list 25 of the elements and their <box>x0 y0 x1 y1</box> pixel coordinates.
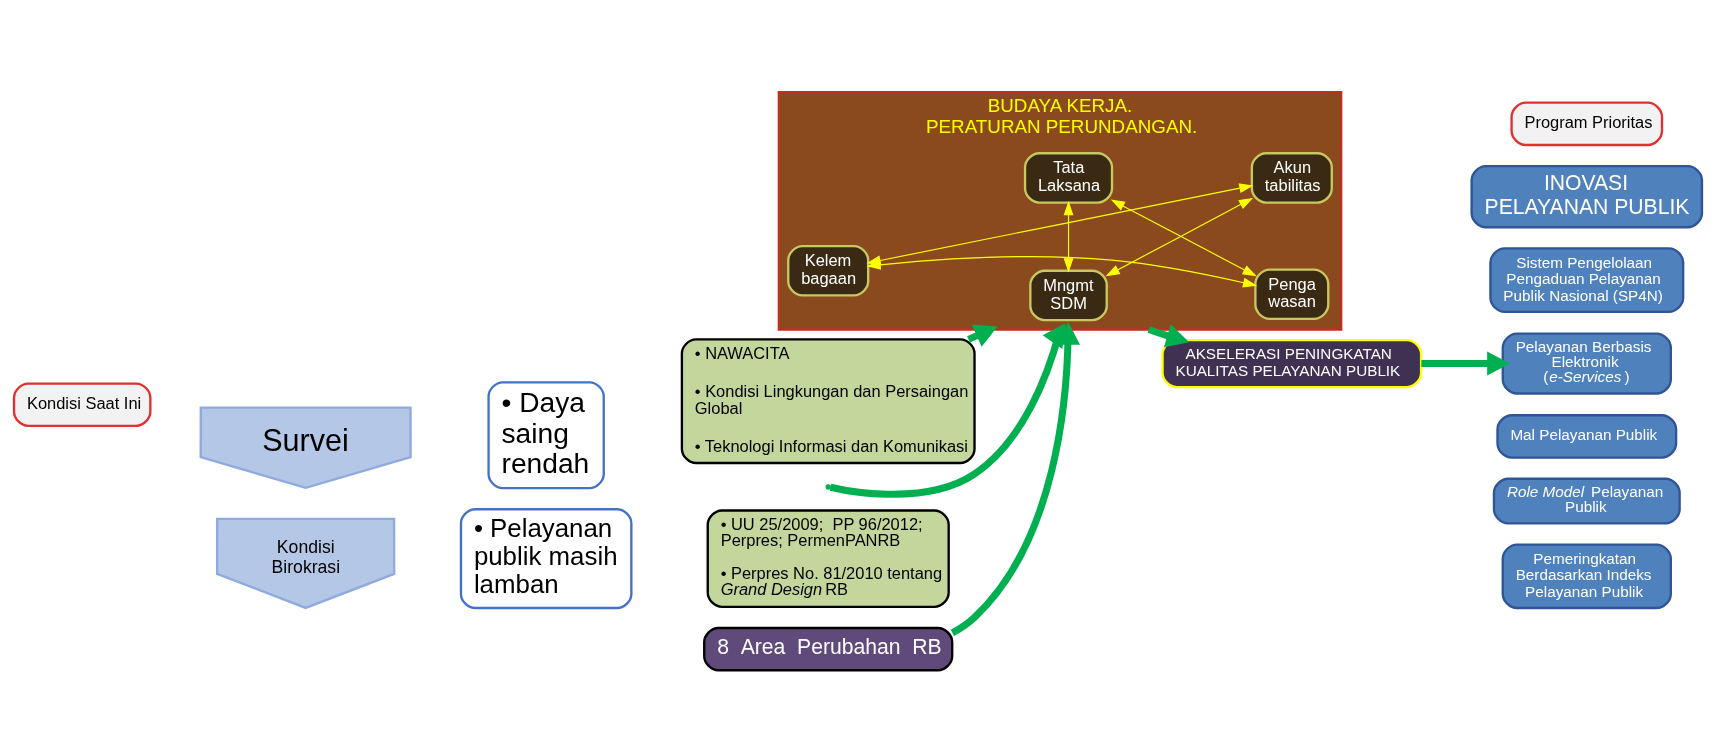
node-box: INOVASI PELAYANAN PUBLIK <box>1470 164 1704 229</box>
node-box: • Daya saing rendah <box>487 381 605 490</box>
node-box: Pemeringkatan Berdasarkan Indeks Pelayanan Publik <box>1501 543 1672 610</box>
node-box: Pelayanan Berbasis Elektronik (e-Services) <box>1501 332 1672 395</box>
arrow <box>1063 201 1074 273</box>
node-box: Kondisi Saat Ini <box>12 382 152 428</box>
node-box: 8 Area Perubahan RB <box>703 626 954 672</box>
node-box: Role Model Pelayanan Publik <box>1492 477 1681 525</box>
node-box: AKSELERASI PENINGKATAN KUALITAS PELAYANAN PUBLIK <box>1161 338 1423 389</box>
arrow <box>1147 324 1190 348</box>
arrow <box>950 321 1081 636</box>
node-box: • Pelayanan publik masih lamban <box>459 508 633 610</box>
node-box: Mal Pelayanan Publik <box>1496 414 1678 459</box>
node-box: Akun tabilitas <box>1250 152 1333 204</box>
arrow <box>866 183 1254 266</box>
arrow <box>1421 351 1510 376</box>
node-box: Tata Laksana <box>1023 152 1114 204</box>
node-box: • NAWACITA • Kondisi Lingkungan dan Persaingan Global • Teknologi Informasi dan Komunikasi <box>680 338 976 465</box>
node-box: Penga wasan <box>1254 268 1330 321</box>
arrow <box>829 321 1081 498</box>
node-box: • UU 25/2009; PP 96/2012; Perpres; PermenPANRB • Perpres No. 81/2010 tentang Grand Design RB <box>706 509 950 608</box>
node-box: Kelem bagaan <box>787 244 870 297</box>
node-box: Program Prioritas <box>1510 101 1664 147</box>
node-box: Sistem Pengelolaan Pengaduan Pelayanan Publik Nasional (SP4N) <box>1489 247 1685 314</box>
node-box: Mngmt SDM <box>1029 269 1108 322</box>
